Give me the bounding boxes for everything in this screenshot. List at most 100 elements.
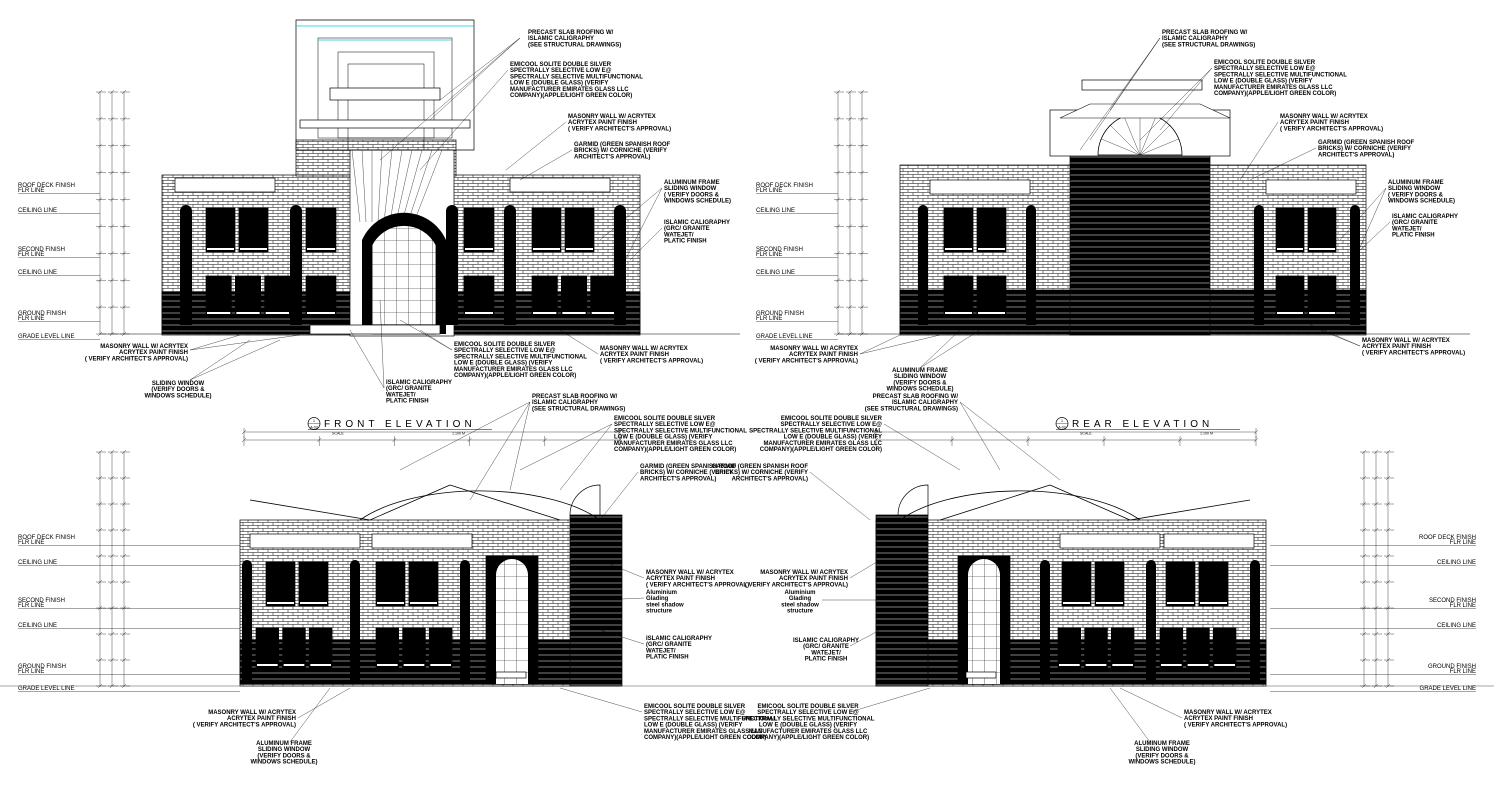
arched-glass-door — [371, 225, 437, 335]
window-sill — [945, 312, 972, 314]
annotation-right-side-elevation-precast: PRECAST SLAB ROOFING W/ISLAMIC CALIGRAPH… — [865, 394, 959, 412]
annotation-text: PLATIC FINISH — [1392, 233, 1435, 239]
annotation-text: EMICOOL SOLITE DOUBLE SILVER — [1214, 60, 1316, 66]
window-pane — [560, 275, 588, 317]
annotation-text: ( VERIFY DOORS & — [1388, 192, 1444, 198]
annotation-text: GARMID (GREEN SPANISH ROOF — [574, 142, 671, 148]
annotation-text: (VERIFY DOORS & — [893, 380, 947, 386]
window-pane — [1275, 275, 1305, 317]
annotation-text: SLIDING WINDOW — [894, 374, 947, 380]
annotation-text: ACRYTEX PAINT FINISH — [1280, 120, 1349, 126]
annotation-text: PRECAST SLAB ROOFING W/ — [532, 394, 618, 400]
roof-frame-inner — [347, 63, 425, 151]
window-sill — [1187, 664, 1209, 666]
right-quarter-arch — [897, 484, 929, 516]
annotation-text: SPECTRALLY SELECTIVE MULTIFUNCTIONAL — [749, 428, 882, 434]
annotation-front-elevation-precast: PRECAST SLAB ROOFING W/ISLAMIC CALIGRAPH… — [528, 30, 621, 48]
annotation-text: ISLAMIC CALIGRAPHY — [664, 220, 730, 226]
window-sill — [300, 602, 327, 604]
annotation-text: ALUMINUM FRAME — [892, 368, 948, 374]
window-pane — [255, 627, 280, 669]
annotation-text: ( VERIFY ARCHITECT'S APPROVAL) — [1184, 722, 1287, 728]
level-label-ceiling2: CEILING LINE — [756, 270, 795, 276]
left-cornice-b — [371, 533, 473, 549]
annotation-text: LOW E (DOUBLE GLASS) (VERIFY — [510, 81, 608, 87]
annotation-text: Glading — [789, 596, 812, 602]
annotation-text: COMPANY)(APPLE/LIGHT GREEN COLOR) — [1214, 91, 1336, 97]
entrance-steps — [309, 324, 441, 335]
annotation-text: ( VERIFY ARCHITECT'S APPROVAL) — [600, 358, 703, 364]
annotation-text: BRICKS) W/ CORNICHE (VERIFY — [574, 148, 667, 154]
annotation-text: ALUMINUM FRAME — [664, 180, 720, 186]
level-label-grade: GRADE LEVEL LINE — [18, 334, 74, 340]
annotation-text: MASONRY WALL W/ ACRYTEX — [568, 114, 656, 120]
window-pane — [1307, 275, 1337, 317]
window-sill — [257, 664, 278, 666]
annotation-text: PRECAST SLAB ROOFING W/ — [528, 30, 614, 36]
annotation-text: SLIDING WINDOW — [664, 186, 717, 192]
window-pane — [408, 561, 439, 607]
window-sill — [562, 312, 586, 314]
window-pane — [238, 207, 269, 253]
annotation-text: SPECTRALLY SELECTIVE LOW E@ — [644, 710, 746, 716]
annotation-text: ISLAMIC CALIGRAPHY — [646, 636, 712, 642]
window-sill — [1309, 248, 1335, 250]
left-side-elevation-building — [239, 484, 623, 687]
annotation-text: ARCHITECT'S APPROVAL) — [1318, 152, 1394, 158]
callout-number: 1 — [1061, 419, 1063, 423]
annotation-text: MANUFACTURER EMIRATES GLASS LLC — [644, 729, 763, 735]
right-roof-curve — [899, 490, 1141, 521]
level-label-ground: FLR LINE — [1450, 669, 1476, 675]
window-pane — [375, 561, 406, 607]
annotation-text: COMPANY)(APPLE/LIGHT GREEN COLOR) — [614, 447, 736, 453]
annotation-text: SPECTRALLY SELECTIVE MULTIFUNCTIONAL — [644, 716, 777, 722]
window-pane — [282, 627, 306, 669]
annotation-text: COMPANY)(APPLE/LIGHT GREEN COLOR) — [644, 735, 766, 741]
scale-value: 1:100 M — [1200, 432, 1213, 436]
window-sill — [1277, 312, 1303, 314]
annotation-text: ( VERIFY ARCHITECT'S APPROVAL) — [85, 356, 188, 362]
window-sill — [1161, 664, 1182, 666]
annotation-text: steel shadow — [646, 602, 684, 608]
right-door-step — [965, 671, 997, 679]
annotation-text: Aluminium — [646, 590, 677, 596]
arched-pier — [1026, 205, 1036, 325]
annotation-text: ACRYTEX PAINT FINISH — [600, 352, 669, 358]
window-sill — [307, 312, 335, 314]
annotation-text: BRICKS) W/ CORNICHE (VERIFY — [640, 470, 733, 476]
building-elevations — [0, 19, 1494, 687]
window-pane — [234, 275, 262, 317]
level-label-roof_deck: ROOF DECK FINISH — [1419, 535, 1476, 541]
rear-cornice-right — [1265, 179, 1357, 195]
window-sill — [1112, 664, 1133, 666]
annotation-text: WINDOWS SCHEDULE) — [664, 199, 731, 205]
annotation-text: LOW E (DOUBLE GLASS) (VERIFY — [784, 435, 882, 441]
left-cornice-a — [249, 533, 361, 549]
window-pane — [1110, 627, 1135, 669]
level-label-grade: GRADE LEVEL LINE — [18, 686, 74, 692]
window-pane — [305, 207, 337, 253]
level-label-ground: FLR LINE — [18, 316, 44, 322]
annotation-text: (SEE STRUCTURAL DRAWINGS) — [865, 406, 958, 412]
annotation-text: SPECTRALLY SELECTIVE LOW E@ — [614, 422, 716, 428]
annotation-text: WATEJET/ — [1392, 226, 1422, 232]
dimension-lines — [96, 25, 1394, 689]
annotation-text: ISLAMIC CALIGRAPHY — [793, 638, 859, 644]
arched-pier — [460, 560, 470, 684]
window-pane — [463, 207, 495, 253]
level-label-roof_deck: ROOF DECK FINISH — [18, 535, 75, 541]
window-pane — [205, 275, 232, 317]
annotation-text: SPECTRALLY SELECTIVE MULTIFUNCTIONAL — [742, 716, 875, 722]
level-label-ground: GROUND FINISH — [756, 311, 804, 317]
annotation-text: MASONRY WALL W/ ACRYTEX — [1184, 710, 1272, 716]
